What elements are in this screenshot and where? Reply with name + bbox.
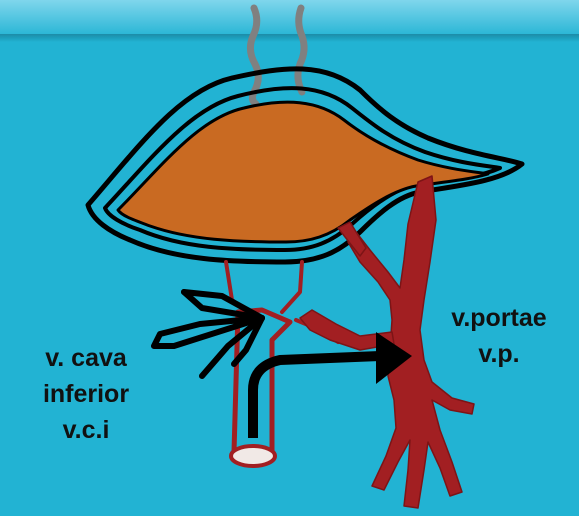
label-vena-portae-line1: v.portae: [424, 300, 574, 336]
shunt-arrow: [253, 332, 412, 438]
label-vena-portae-line2: v.p.: [424, 336, 574, 372]
label-vena-cava-inferior: v. cava inferior v.c.i: [12, 340, 160, 448]
label-vena-portae: v.portae v.p.: [424, 300, 574, 372]
label-vena-cava-line3: v.c.i: [12, 412, 160, 448]
label-vena-cava-line2: inferior: [12, 376, 160, 412]
vena-cava-cut-end: [231, 446, 275, 466]
label-vena-cava-line1: v. cava: [12, 340, 160, 376]
ligament-line-right: [298, 8, 304, 92]
ligament-line-left: [250, 8, 258, 104]
